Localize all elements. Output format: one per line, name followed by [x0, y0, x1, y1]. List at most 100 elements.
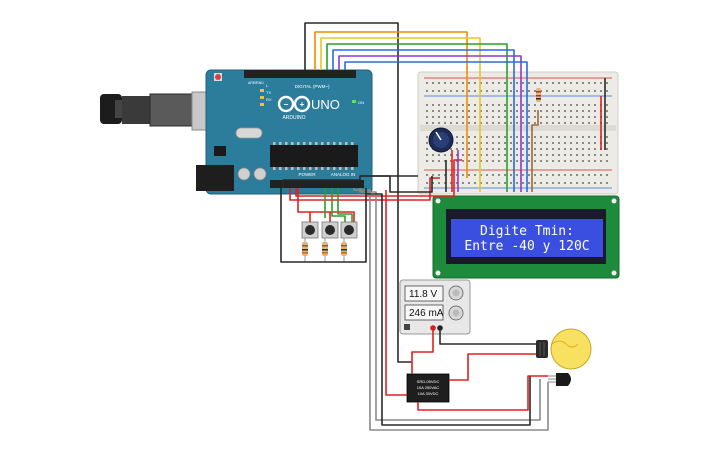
breadboard-hole [486, 160, 488, 162]
breadboard-hole [552, 182, 554, 184]
breadboard-hole [588, 142, 590, 144]
breadboard-hole [564, 90, 566, 92]
breadboard-hole [474, 182, 476, 184]
breadboard-hole [426, 142, 428, 144]
breadboard-hole [564, 82, 566, 84]
chip-pin [297, 142, 300, 145]
breadboard-hole [534, 122, 536, 124]
svg-text:−: − [284, 100, 289, 109]
breadboard-hole [498, 182, 500, 184]
breadboard-hole [582, 82, 584, 84]
breadboard-hole [522, 82, 524, 84]
breadboard-hole [504, 148, 506, 150]
breadboard-hole [456, 90, 458, 92]
lcd-display[interactable]: Digite Tmin: Entre -40 y 120C [432, 195, 620, 279]
breadboard-hole [534, 182, 536, 184]
breadboard-hole [492, 122, 494, 124]
breadboard-hole [474, 116, 476, 118]
breadboard-hole [438, 174, 440, 176]
reset-button[interactable] [215, 74, 221, 80]
capacitor-1 [237, 167, 251, 181]
chip-pin [351, 142, 354, 145]
breadboard-hole [438, 154, 440, 156]
power-supply[interactable]: 11.8 V 246 mA [399, 279, 471, 335]
arduino-board[interactable]: − + UNO ARDUINO DIGITAL (PWM~) POWER ANA… [100, 69, 373, 195]
breadboard-hole [552, 104, 554, 106]
breadboard-hole [504, 116, 506, 118]
breadboard-hole [444, 116, 446, 118]
breadboard-hole [558, 142, 560, 144]
wire-purple [338, 55, 522, 192]
breadboard-hole [528, 104, 530, 106]
breadboard-hole [588, 154, 590, 156]
pushbutton-2[interactable] [321, 221, 339, 239]
chip-pin [303, 167, 306, 170]
breadboard-hole [456, 148, 458, 150]
chip-pin [285, 167, 288, 170]
relay-module[interactable]: SRD-05VDC 10A 250VAC 10A 30VDC [406, 373, 450, 403]
breadboard-hole [456, 110, 458, 112]
breadboard-hole [534, 154, 536, 156]
breadboard-hole [564, 136, 566, 138]
breadboard-hole [462, 174, 464, 176]
breadboard-hole [456, 136, 458, 138]
breadboard-hole [564, 110, 566, 112]
breadboard-hole [546, 122, 548, 124]
l-led [260, 89, 264, 92]
breadboard-hole [540, 82, 542, 84]
breadboard-hole [444, 90, 446, 92]
breadboard-hole [462, 82, 464, 84]
breadboard-hole [438, 182, 440, 184]
chip-pin [279, 167, 282, 170]
breadboard-hole [564, 160, 566, 162]
breadboard-hole [588, 174, 590, 176]
pushbutton-1[interactable] [301, 221, 319, 239]
breadboard-hole [480, 122, 482, 124]
breadboard-hole [528, 174, 530, 176]
breadboard-hole [546, 90, 548, 92]
breadboard-hole [432, 154, 434, 156]
breadboard-hole [540, 154, 542, 156]
breadboard-hole [594, 110, 596, 112]
pushbutton-3[interactable] [340, 221, 358, 239]
breadboard-hole [498, 104, 500, 106]
breadboard-hole [474, 122, 476, 124]
on-led-label: ON [358, 100, 364, 105]
svg-text:+: + [300, 100, 305, 109]
breadboard[interactable] [417, 71, 619, 195]
breadboard-hole [462, 160, 464, 162]
breadboard-hole [600, 90, 602, 92]
light-bulb[interactable] [536, 328, 592, 370]
wire-group [280, 22, 606, 431]
breadboard-hole [432, 104, 434, 106]
breadboard-hole [456, 154, 458, 156]
wire-gray-sensor [353, 188, 549, 431]
chip-pin [273, 142, 276, 145]
breadboard-hole [504, 160, 506, 162]
breadboard-hole [582, 136, 584, 138]
wire-black-buttons [280, 188, 367, 263]
breadboard-hole [570, 160, 572, 162]
breadboard-hole [504, 82, 506, 84]
breadboard-hole [480, 174, 482, 176]
breadboard-hole [582, 110, 584, 112]
breadboard-hole [456, 82, 458, 84]
breadboard-hole [582, 148, 584, 150]
breadboard-hole [606, 142, 608, 144]
potentiometer[interactable] [428, 127, 454, 153]
breadboard-hole [606, 136, 608, 138]
breadboard-hole [576, 110, 578, 112]
breadboard-hole [456, 142, 458, 144]
breadboard-hole [558, 82, 560, 84]
wire-blue-2 [344, 61, 528, 192]
temperature-sensor[interactable] [548, 373, 571, 386]
breadboard-hole [576, 160, 578, 162]
breadboard-hole [516, 148, 518, 150]
tx-led [260, 96, 264, 99]
breadboard-hole [570, 110, 572, 112]
pushbutton-group[interactable] [301, 221, 358, 239]
breadboard-hole [564, 148, 566, 150]
breadboard-hole [504, 182, 506, 184]
breadboard-hole [450, 110, 452, 112]
